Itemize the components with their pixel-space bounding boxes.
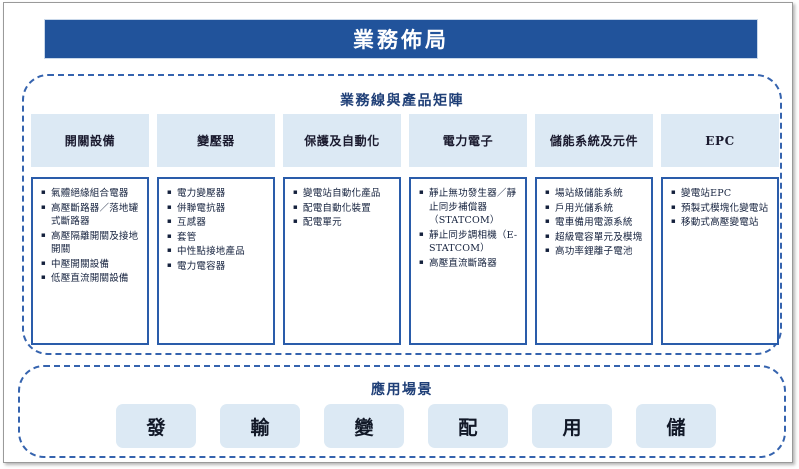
product-item: 戶用光儲系統 — [545, 201, 645, 216]
product-item: 超級電容單元及模塊 — [545, 230, 645, 245]
column-header: 儲能系統及元件 — [535, 114, 653, 167]
product-item: 電力變壓器 — [167, 186, 267, 201]
product-item: 靜止無功發生器／靜止同步補償器（STATCOM） — [419, 186, 519, 228]
product-item: 移動式高壓變電站 — [671, 215, 771, 230]
column-body: 電力變壓器 併聯電抗器 互感器 套管 中性點接地產品 電力電容器 — [157, 177, 275, 345]
scenario-chip-storage: 儲 — [636, 404, 716, 448]
column-header: 變壓器 — [157, 114, 275, 167]
product-item: 互感器 — [167, 215, 267, 230]
product-item: 併聯電抗器 — [167, 201, 267, 216]
product-item: 高壓斷路器／落地罐式斷路器 — [41, 201, 141, 229]
column-header: 保護及自動化 — [283, 114, 401, 167]
product-item: 電力電容器 — [167, 259, 267, 274]
business-matrix-panel: 業務線與產品矩陣 — [22, 74, 782, 355]
column-body: 場站級儲能系統 戶用光儲系統 電車備用電源系統 超級電容單元及模塊 高功率鋰離子… — [535, 177, 653, 345]
business-matrix-heading: 業務線與產品矩陣 — [340, 93, 464, 109]
column-body: 靜止無功發生器／靜止同步補償器（STATCOM） 靜止同步調相機（E-STATC… — [409, 177, 527, 345]
product-item: 套管 — [167, 230, 267, 245]
column-header: 電力電子 — [409, 114, 527, 167]
product-list: 靜止無功發生器／靜止同步補償器（STATCOM） 靜止同步調相機（E-STATC… — [415, 186, 521, 271]
product-list: 場站級儲能系統 戶用光儲系統 電車備用電源系統 超級電容單元及模塊 高功率鋰離子… — [541, 186, 647, 259]
business-line-columns: 開關設備 氣體絕緣組合電器 高壓斷路器／落地罐式斷路器 高壓隔離開關及接地開關 … — [31, 114, 779, 345]
product-list: 氣體絕緣組合電器 高壓斷路器／落地罐式斷路器 高壓隔離開關及接地開關 中壓開關設… — [37, 186, 143, 286]
product-item: 低壓直流開關設備 — [41, 271, 141, 286]
column-header: EPC — [661, 114, 779, 167]
product-item: 變電站EPC — [671, 186, 771, 201]
product-item: 高壓直流斷路器 — [419, 256, 519, 271]
product-item: 配電單元 — [293, 215, 393, 230]
product-item: 場站級儲能系統 — [545, 186, 645, 201]
scenario-chip-transmission: 輸 — [220, 404, 300, 448]
scenario-chip-generation: 發 — [116, 404, 196, 448]
product-list: 變電站自動化產品 配電自動化裝置 配電單元 — [289, 186, 395, 230]
product-item: 預製式模塊化變電站 — [671, 201, 771, 216]
business-column-transformer: 變壓器 電力變壓器 併聯電抗器 互感器 套管 中性點接地產品 電力電容器 — [157, 114, 275, 345]
scenario-chip-consumption: 用 — [532, 404, 612, 448]
product-item: 中性點接地產品 — [167, 244, 267, 259]
product-item: 電車備用電源系統 — [545, 215, 645, 230]
scenario-chip-distribution: 配 — [428, 404, 508, 448]
product-list: 電力變壓器 併聯電抗器 互感器 套管 中性點接地產品 電力電容器 — [163, 186, 269, 274]
column-body: 氣體絕緣組合電器 高壓斷路器／落地罐式斷路器 高壓隔離開關及接地開關 中壓開關設… — [31, 177, 149, 345]
business-column-epc: EPC 變電站EPC 預製式模塊化變電站 移動式高壓變電站 — [661, 114, 779, 345]
slide-frame: 業務佈局 業務線與產品矩陣 開關設備 氣體絕緣組合電器 高壓斷路器／落地罐式斷路… — [3, 2, 793, 463]
business-column-switchgear: 開關設備 氣體絕緣組合電器 高壓斷路器／落地罐式斷路器 高壓隔離開關及接地開關 … — [31, 114, 149, 345]
column-body: 變電站自動化產品 配電自動化裝置 配電單元 — [283, 177, 401, 345]
product-item: 高壓隔離開關及接地開關 — [41, 229, 141, 257]
product-item: 氣體絕緣組合電器 — [41, 186, 141, 201]
product-item: 變電站自動化產品 — [293, 186, 393, 201]
product-item: 配電自動化裝置 — [293, 201, 393, 216]
slide-title: 業務佈局 — [353, 27, 449, 52]
column-header: 開關設備 — [31, 114, 149, 167]
business-column-protection-automation: 保護及自動化 變電站自動化產品 配電自動化裝置 配電單元 — [283, 114, 401, 345]
business-column-energy-storage: 儲能系統及元件 場站級儲能系統 戶用光儲系統 電車備用電源系統 超級電容單元及模… — [535, 114, 653, 345]
slide-title-bar: 業務佈局 — [44, 19, 758, 59]
product-item: 靜止同步調相機（E-STATCOM） — [419, 228, 519, 256]
product-item: 中壓開關設備 — [41, 257, 141, 272]
product-item: 高功率鋰離子電池 — [545, 244, 645, 259]
column-body: 變電站EPC 預製式模塊化變電站 移動式高壓變電站 — [661, 177, 779, 345]
product-list: 變電站EPC 預製式模塊化變電站 移動式高壓變電站 — [667, 186, 773, 230]
application-scenario-heading: 應用場景 — [371, 382, 433, 398]
scenario-chip-transformation: 變 — [324, 404, 404, 448]
scenario-chip-row: 發 輸 變 配 用 儲 — [116, 404, 716, 448]
application-scenario-panel: 應用場景 發 輸 變 配 用 儲 — [18, 365, 786, 458]
business-column-power-electronics: 電力電子 靜止無功發生器／靜止同步補償器（STATCOM） 靜止同步調相機（E-… — [409, 114, 527, 345]
